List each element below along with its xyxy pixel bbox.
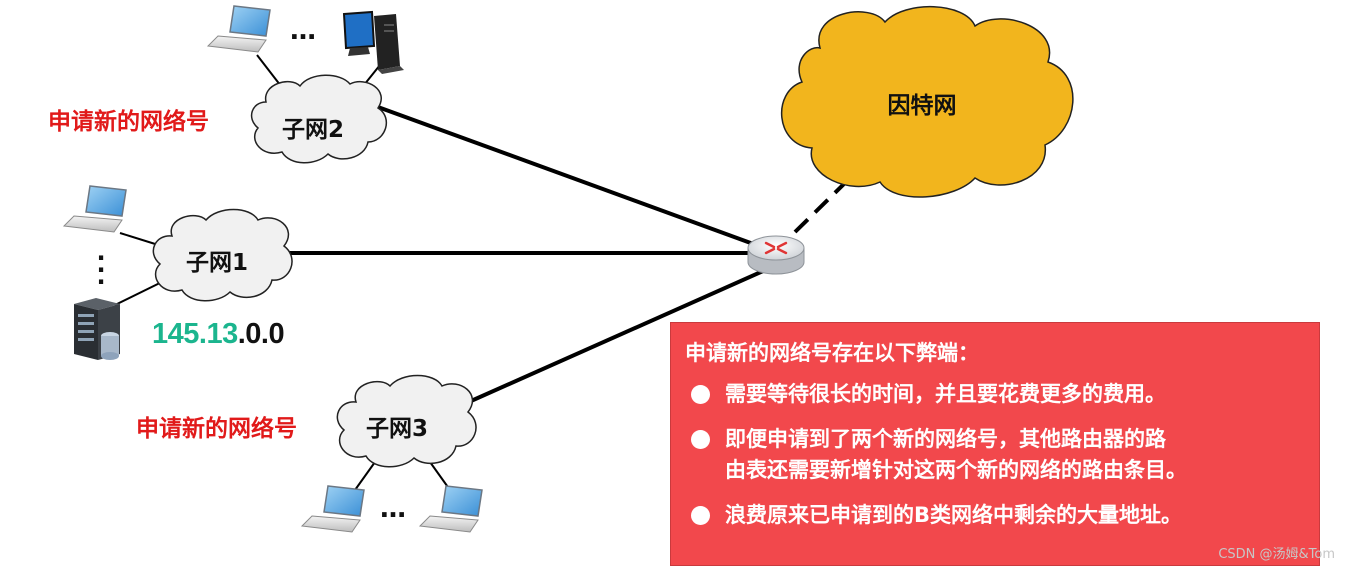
network-address-part3: .0.0 [237, 318, 285, 350]
ellipsis-bottom: … [380, 494, 407, 524]
list-item-text: 即便申请到了两个新的网络号，其他路由器的路 [725, 427, 1166, 451]
links [285, 105, 852, 407]
desktop-computer-icon [342, 10, 404, 74]
network-address: 145.13.0.0 [152, 318, 285, 351]
internet-cloud [781, 5, 1074, 198]
drawbacks-list: 需要等待很长的时间，并且要花费更多的费用。 即便申请到了两个新的网络号，其他路由… [685, 379, 1305, 531]
ellipsis-top: … [290, 16, 317, 46]
vertical-dot: · [96, 244, 106, 272]
server-icon [74, 298, 120, 360]
internet-label: 因特网 [887, 93, 957, 119]
list-item-text: 浪费原来已申请到的B类网络中剩余的大量地址。 [725, 503, 1183, 527]
vertical-dot: · [96, 256, 106, 284]
link-router-internet [793, 176, 852, 234]
list-item: 浪费原来已申请到的B类网络中剩余的大量地址。 [685, 500, 1305, 531]
bullet-icon [691, 430, 710, 449]
router-icon [747, 235, 805, 275]
vertical-dot: · [96, 268, 106, 296]
laptop-icon [206, 5, 271, 53]
bullet-icon [691, 506, 710, 525]
drawbacks-info-box: 申请新的网络号存在以下弊端： 需要等待很长的时间，并且要花费更多的费用。 即便申… [670, 322, 1320, 566]
new-network-annotation-subnet3: 申请新的网络号 [136, 416, 297, 442]
subnet1-cloud [152, 208, 293, 302]
laptop-icon [418, 485, 483, 533]
ellipsis-vertical: · · · [96, 244, 106, 296]
info-box-title: 申请新的网络号存在以下弊端： [685, 341, 979, 365]
new-network-annotation-subnet2: 申请新的网络号 [48, 109, 209, 135]
laptop-icon [62, 185, 127, 233]
network-address-part1: 145. [152, 318, 207, 350]
subnet1-label: 子网1 [186, 250, 249, 276]
network-address-part2: 13 [206, 318, 238, 350]
watermark: CSDN @汤姆&Tom [1218, 547, 1335, 562]
subnet2-label: 子网2 [282, 117, 345, 143]
subnet2-cloud [250, 74, 388, 164]
laptop-icon [300, 485, 365, 533]
subnet3-label: 子网3 [366, 416, 429, 442]
list-item-text: 需要等待很长的时间，并且要花费更多的费用。 [725, 382, 1166, 406]
link-subnet3-router [461, 266, 771, 407]
link-subnet2-router [377, 105, 771, 252]
list-item: 即便申请到了两个新的网络号，其他路由器的路 由表还需要新增针对这两个新的网络的路… [685, 424, 1305, 486]
list-item: 需要等待很长的时间，并且要花费更多的费用。 [685, 379, 1305, 410]
subnet3-cloud [336, 374, 477, 468]
list-item-text: 由表还需要新增针对这两个新的网络的路由条目。 [725, 458, 1187, 482]
bullet-icon [691, 385, 710, 404]
